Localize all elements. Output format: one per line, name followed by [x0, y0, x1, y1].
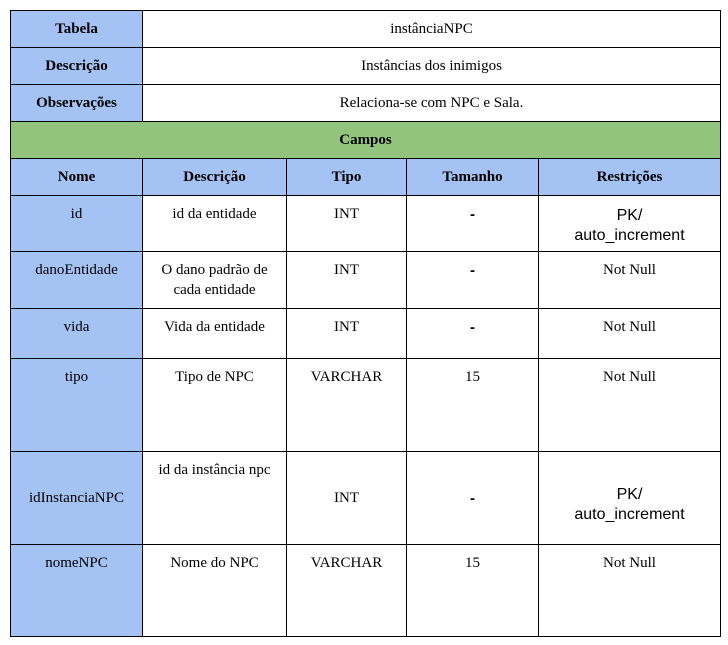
field-name: vida	[10, 308, 143, 359]
column-header-size: Tamanho	[406, 158, 539, 196]
restriction-line: PK/	[616, 486, 643, 503]
field-type: INT	[286, 251, 407, 309]
restriction-line: PK/	[616, 207, 643, 224]
field-size: -	[406, 195, 539, 252]
table-label: Tabela	[10, 10, 143, 48]
notes-label: Observações	[10, 84, 143, 122]
field-description: id da entidade	[142, 195, 287, 252]
field-type: INT	[286, 451, 407, 545]
field-restriction: Not Null	[538, 544, 721, 637]
field-description: Nome do NPC	[142, 544, 287, 637]
field-size: -	[406, 308, 539, 359]
field-name: danoEntidade	[10, 251, 143, 309]
field-description: O dano padrão de cada entidade	[142, 251, 287, 309]
table-row: vida Vida da entidade INT - Not Null	[10, 308, 721, 359]
field-size: -	[406, 251, 539, 309]
field-size: 15	[406, 544, 539, 637]
restriction-line: auto_increment	[574, 227, 685, 244]
field-size: -	[406, 451, 539, 545]
column-header-description: Descrição	[142, 158, 287, 196]
table-notes: Relaciona-se com NPC e Sala.	[142, 84, 721, 122]
table-row: idInstanciaNPC id da instância npc INT -…	[10, 451, 721, 545]
field-name: tipo	[10, 358, 143, 452]
field-name: idInstanciaNPC	[10, 451, 143, 545]
description-label: Descrição	[10, 47, 143, 85]
table-row: nomeNPC Nome do NPC VARCHAR 15 Not Null	[10, 544, 721, 637]
field-restriction: PK/ auto_increment	[538, 195, 721, 252]
column-header-restrictions: Restrições	[538, 158, 721, 196]
field-type: VARCHAR	[286, 544, 407, 637]
column-header-name: Nome	[10, 158, 143, 196]
table-description: Instâncias dos inimigos	[142, 47, 721, 85]
npc-instance-table: Tabela instânciaNPC Descrição Instâncias…	[10, 10, 721, 637]
field-restriction: PK/ auto_increment	[538, 451, 721, 545]
field-type: INT	[286, 195, 407, 252]
field-name: id	[10, 195, 143, 252]
table-row: id id da entidade INT - PK/ auto_increme…	[10, 195, 721, 252]
column-header-type: Tipo	[286, 158, 407, 196]
field-name: nomeNPC	[10, 544, 143, 637]
table-row: tipo Tipo de NPC VARCHAR 15 Not Null	[10, 358, 721, 452]
field-type: INT	[286, 308, 407, 359]
field-description: Tipo de NPC	[142, 358, 287, 452]
table-name: instânciaNPC	[142, 10, 721, 48]
field-description: Vida da entidade	[142, 308, 287, 359]
field-restriction: Not Null	[538, 251, 721, 309]
field-type: VARCHAR	[286, 358, 407, 452]
table-row: danoEntidade O dano padrão de cada entid…	[10, 251, 721, 309]
restriction-line: auto_increment	[574, 506, 685, 523]
field-restriction: Not Null	[538, 308, 721, 359]
fields-section-header: Campos	[10, 121, 721, 159]
field-size: 15	[406, 358, 539, 452]
field-restriction: Not Null	[538, 358, 721, 452]
field-description: id da instância npc	[142, 451, 287, 545]
